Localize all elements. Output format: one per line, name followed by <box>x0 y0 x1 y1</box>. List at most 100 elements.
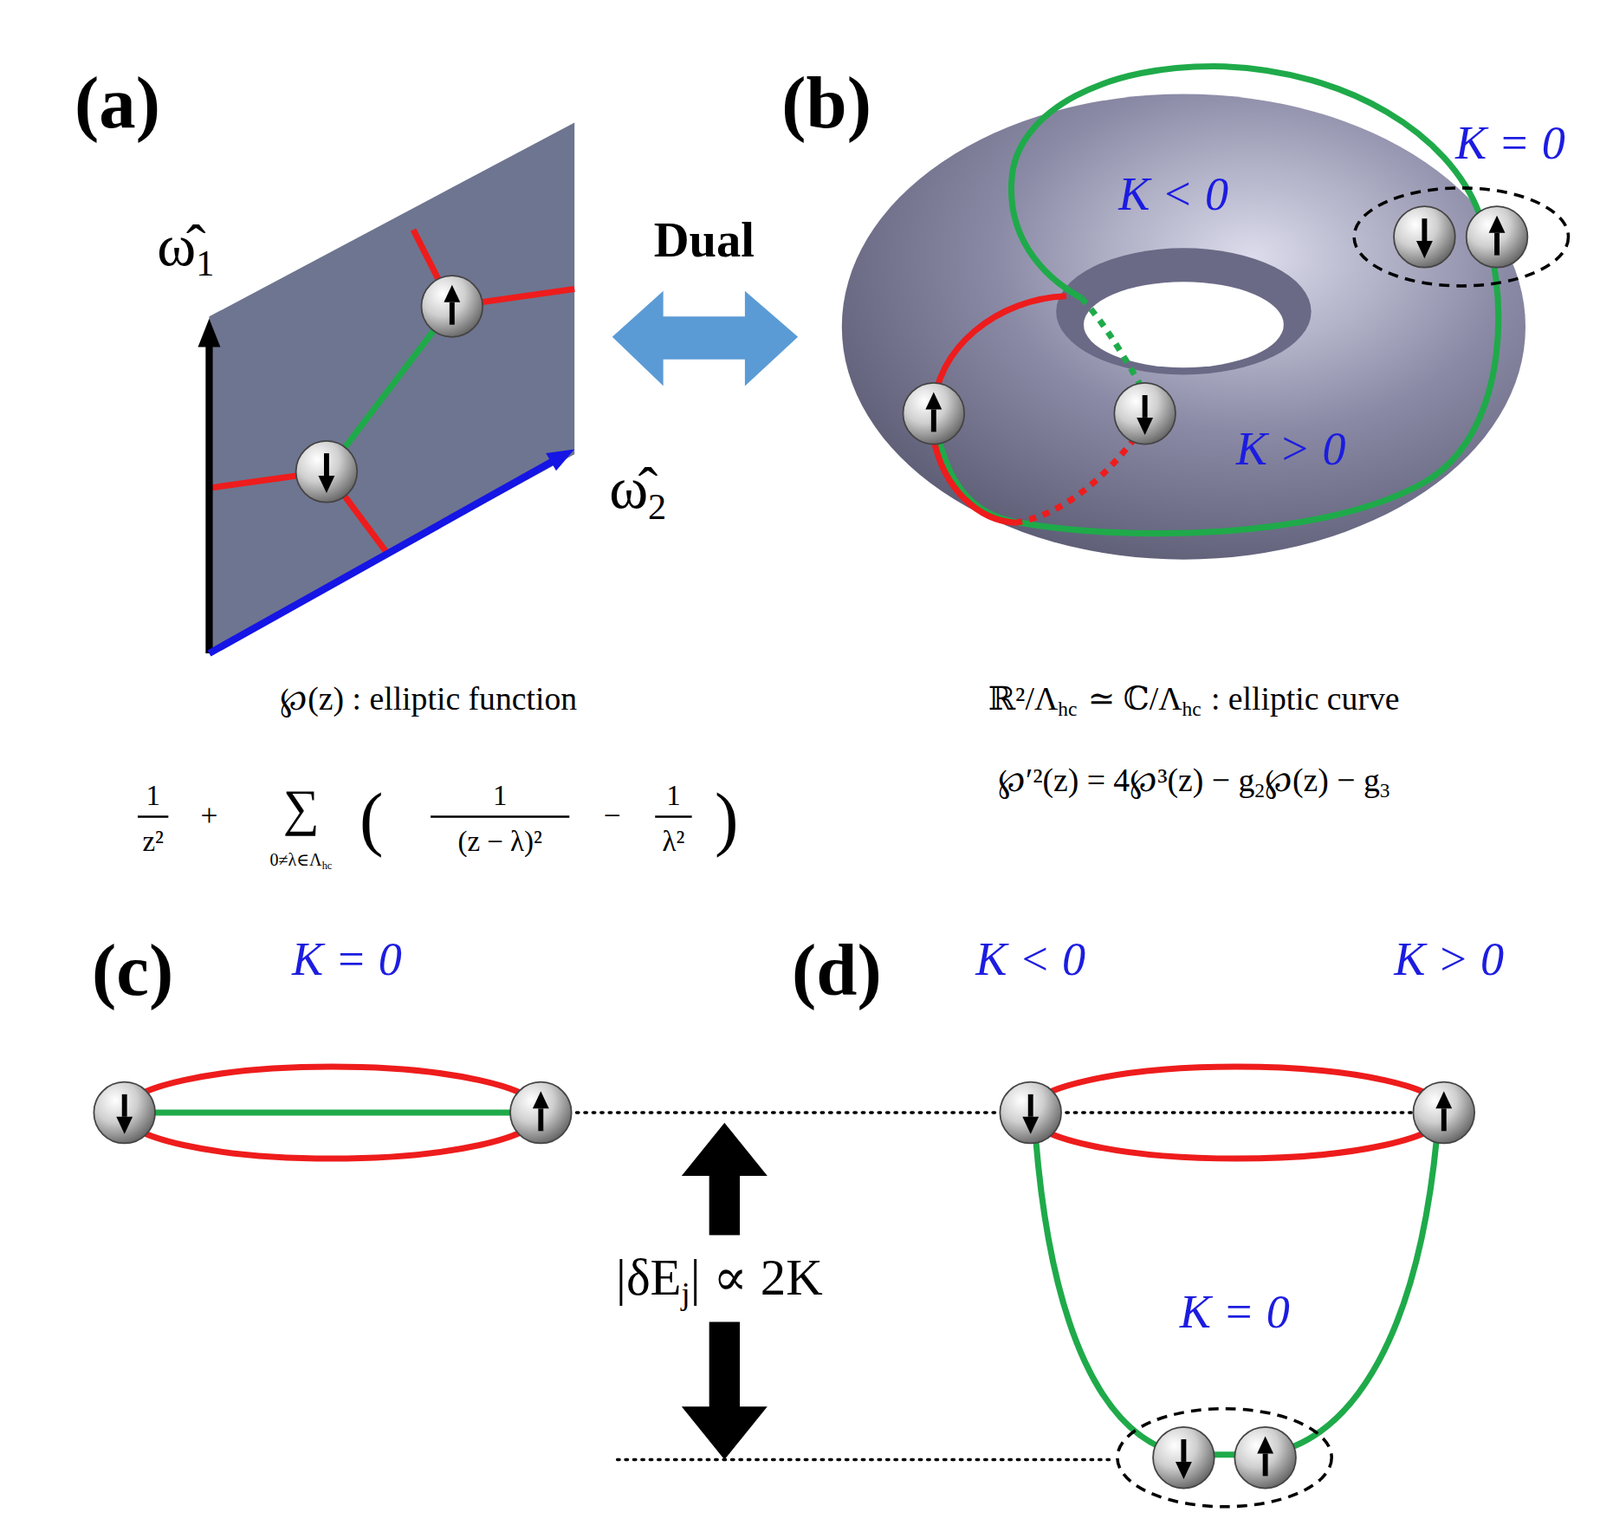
text: |δE <box>615 1251 682 1303</box>
spin-up <box>1466 206 1529 268</box>
curve-label: ℝ²/Λhc≃ ℂ/Λhc: elliptic curve <box>988 682 1400 716</box>
subscript: 3 <box>1379 780 1391 801</box>
text: ℘′²(z) = 4℘³(z) − g <box>997 764 1255 797</box>
spin-down <box>296 440 358 503</box>
text: 1 <box>145 780 160 810</box>
gap-arrow <box>681 1122 768 1176</box>
torus <box>842 93 1526 559</box>
gap-arrow <box>681 1405 768 1459</box>
spin-up <box>421 275 483 337</box>
spin-up <box>1412 1081 1475 1144</box>
function-label: ℘(z) : elliptic function <box>279 682 577 716</box>
torus-hole <box>1083 281 1284 368</box>
text: (b) <box>781 64 872 139</box>
subscript: 1 <box>195 245 214 282</box>
panel-label: (d) <box>791 932 882 1007</box>
formula-part: z² <box>142 826 164 856</box>
panel-label: (b) <box>781 64 872 139</box>
subscript: j <box>681 1276 691 1309</box>
green-bond <box>153 1109 511 1116</box>
text: (c) <box>91 932 174 1007</box>
dual-label: Dual <box>654 215 755 266</box>
text: ω̂ <box>156 215 196 275</box>
formula-part: 1 <box>145 780 160 810</box>
red-loop <box>122 1066 541 1159</box>
text: (d) <box>791 932 882 1007</box>
spin-down <box>93 1081 156 1144</box>
panel-label: (c) <box>91 932 174 1007</box>
formula-part: 1 <box>666 780 681 810</box>
text: K < 0 <box>975 935 1086 983</box>
energy-levels <box>576 1112 1413 1459</box>
formula-part: 1 <box>492 780 507 810</box>
dual-arrow <box>612 291 798 387</box>
text: 0≠λ∈Λ <box>270 850 323 869</box>
text: − <box>603 801 622 832</box>
formula-part: ∑ <box>282 782 319 834</box>
text: + <box>200 801 219 832</box>
text: K < 0 <box>1118 170 1229 218</box>
text: K = 0 <box>1455 119 1566 167</box>
text: (z − λ)² <box>457 826 543 856</box>
curvature-label: K < 0 <box>1118 170 1229 218</box>
spin-down <box>1393 206 1456 268</box>
text: Dual <box>654 215 755 266</box>
gap-arrow <box>709 1173 740 1236</box>
text: K > 0 <box>1236 425 1347 473</box>
red-cycle-hidden <box>1015 440 1133 523</box>
curvature-label: K = 0 <box>291 935 402 983</box>
text: K = 0 <box>1179 1288 1290 1335</box>
text: K = 0 <box>291 935 402 983</box>
curvature-label: K > 0 <box>1236 425 1347 473</box>
energy-gap-label: |δEj| ∝ 2K <box>612 1250 827 1305</box>
text: | ∝ 2K <box>690 1251 823 1303</box>
text: ( <box>359 782 383 854</box>
red-bonds <box>208 229 575 551</box>
subscript: hc <box>322 860 333 871</box>
formula-part: 0≠λ∈Λhc <box>270 850 333 869</box>
subscript: 2 <box>1254 780 1265 801</box>
formula-part: ( <box>359 782 383 854</box>
green-path <box>1036 1138 1438 1455</box>
green-cycle-hidden <box>1081 297 1141 386</box>
curvature-label: K > 0 <box>1393 935 1504 983</box>
formula-part: − <box>603 801 622 832</box>
spin-up <box>902 382 965 445</box>
lattice-vector <box>205 342 213 654</box>
curvature-label: K = 0 <box>1455 119 1566 167</box>
lattice-vector <box>208 459 556 654</box>
formula-part: ) <box>714 782 739 854</box>
red-loop <box>1027 1066 1446 1159</box>
subscript: hc <box>1057 699 1077 720</box>
text: ω̂ <box>608 458 648 518</box>
formula-part: (z − λ)² <box>457 826 543 856</box>
text: λ² <box>661 826 685 856</box>
text: : elliptic curve <box>1211 682 1400 716</box>
spin-up <box>510 1081 572 1144</box>
spin-up <box>1234 1426 1296 1489</box>
subscript: 2 <box>647 488 667 525</box>
spin-down <box>1153 1426 1215 1489</box>
spin-down <box>1114 382 1176 445</box>
pair-circle <box>1353 187 1568 286</box>
vector-label: ω̂2 <box>608 458 667 518</box>
text: ) <box>714 782 739 854</box>
gap-arrow <box>709 1321 740 1409</box>
text: z² <box>142 826 164 856</box>
vector-label: ω̂1 <box>156 215 214 275</box>
arrowhead <box>198 318 221 348</box>
text: ∑ <box>282 782 319 834</box>
pair-circle <box>1117 1408 1332 1507</box>
text: ℘(z) : elliptic function <box>279 682 577 716</box>
arrowhead <box>545 448 575 471</box>
text: ℘(z) − g <box>1264 764 1380 797</box>
panel-label: (a) <box>74 64 161 139</box>
text: ℝ²/Λ <box>988 682 1058 716</box>
spin-down <box>999 1081 1062 1144</box>
curvature-label: K = 0 <box>1179 1288 1290 1335</box>
formula-part: λ² <box>661 826 685 856</box>
green-cycle <box>933 66 1499 534</box>
text: K > 0 <box>1393 935 1504 983</box>
text: 1 <box>492 780 507 810</box>
